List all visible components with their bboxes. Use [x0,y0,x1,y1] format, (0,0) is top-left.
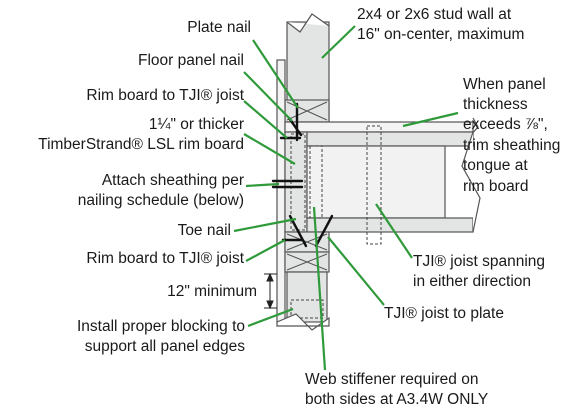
leader-joist-spanning [375,203,413,259]
panel-edge-blocking [366,125,382,245]
upper-stud-break [286,13,330,33]
left-labels: Plate nail Floor panel nail Rim board to… [38,19,257,355]
floor-panel [284,121,474,133]
label-minimum: 12" minimum [167,283,257,300]
leader-panel-thickness [402,111,459,128]
lower-plate-x [286,253,328,271]
joist-break [461,131,481,233]
joist-top-flange [306,131,474,147]
wall-sheathing [276,59,286,323]
toe-nail-right [314,214,334,248]
label-stud-1: 2x4 or 2x6 stud wall at [357,6,512,23]
label-panel-3: exceeds ⅞", [463,116,548,133]
label-panel-6: rim board [463,178,528,195]
upper-plate-x [286,101,328,121]
leader-rim-joist-bottom [245,239,286,262]
label-rim-board-2: TimberStrand® LSL rim board [38,136,244,153]
joist-web [306,145,446,219]
label-plate-nail: Plate nail [187,19,251,36]
leader-stud-wall [321,25,356,59]
label-rim-joist-bottom: Rim board to TJI® joist [86,250,244,267]
leader-toe-nail [233,217,297,233]
dimension-12-minimum [264,272,277,310]
label-attach-2: nailing schedule (below) [78,192,244,209]
leader-joist-plate [327,236,385,306]
label-panel-4: trim sheathing [463,137,560,154]
label-panel-2: thickness [463,96,528,113]
label-panel-1: When panel [463,76,546,93]
label-floor-panel-nail: Floor panel nail [138,52,244,69]
leader-blocking [247,307,294,328]
label-blocking-1: Install proper blocking to [77,318,245,335]
upper-stud-wall [284,13,330,123]
leader-rim-joist-top [243,100,288,139]
label-rim-board-1: 1¼" or thicker [149,116,244,133]
leader-plate-nail [252,39,299,109]
label-web-1: Web stiffener required on [305,371,478,388]
lower-stud-break [276,313,330,331]
label-toe-nail: Toe nail [178,222,231,239]
leader-lines [233,25,459,371]
label-web-2-only: ONLY [447,391,488,408]
web-stiffener [309,145,323,219]
label-web-2-prefix: both sides at A3.4W [305,391,443,408]
leader-attach-sheathing [245,182,280,188]
label-joist-span-1: TJI® joist spanning [413,253,545,270]
right-labels: 2x4 or 2x6 stud wall at 16" on-center, m… [305,6,560,408]
label-web-2: both sides at A3.4W ONLY [305,391,488,408]
label-attach-1: Attach sheathing per [102,172,244,189]
leader-web-stiffener [312,206,327,371]
leader-floor-panel-nail [243,71,293,122]
tji-joist [290,125,481,245]
label-rim-joist-top: Rim board to TJI® joist [86,87,244,104]
label-blocking-2: support all panel edges [85,338,246,355]
label-stud-2: 16" on-center, maximum [357,26,524,43]
label-panel-5: tongue at [463,157,528,174]
leader-rim-board [243,133,296,165]
toe-nail-left [288,214,308,248]
label-joist-span-2: in either direction [413,273,531,290]
label-joist-plate: TJI® joist to plate [384,305,504,322]
